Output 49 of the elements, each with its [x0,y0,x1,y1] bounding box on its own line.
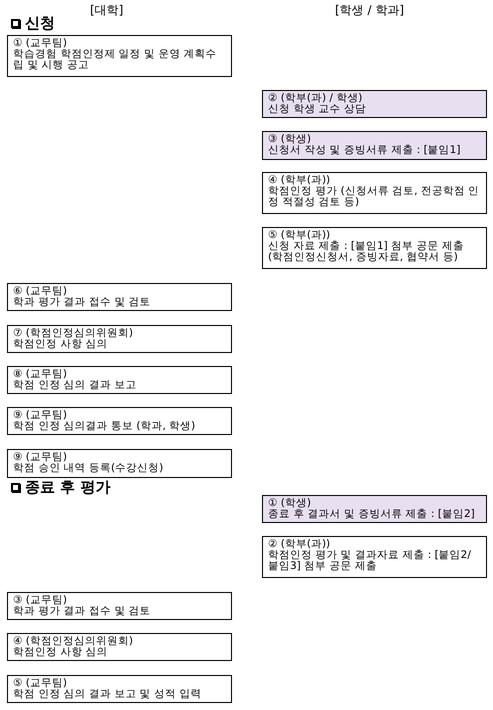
step-owner: ⑥ (교무팀) [13,286,68,297]
step-owner: ④ (학점인정심의위원회) [13,636,134,647]
process-box [262,131,487,160]
process-box [7,35,232,77]
step-description: 학점 인정 심의결과 통보 (학과, 학생) [13,421,196,432]
process-box [262,536,487,578]
step-owner: ② (학부(과)) [268,539,332,550]
step-owner: ⑧ (교무팀) [13,369,68,380]
process-box [7,407,232,435]
column-header: [학생 / 학과] [335,2,404,19]
step-description: 학과 평가 결과 접수 및 검토 [13,297,152,308]
step-description: 학습경험 학점인정제 일정 및 운영 계획수립 및 시행 공고 [13,49,218,71]
step-owner: ③ (학생) [268,134,312,145]
step-description: 신청서 작성 및 증빙서류 제출 : [붙임1] [268,145,462,156]
step-owner: ⑦ (학점인정심의위원회) [13,328,134,339]
step-description: 학점 인정 심의 결과 보고 [13,380,138,391]
step-description: 학점인정 평가 (신청서류 검토, 전공학점 인정 적절성 검토 등) [268,186,480,208]
step-owner: ⑨ (교무팀) [13,452,68,463]
step-owner: ③ (교무팀) [13,595,68,606]
step-description: 학점인정 사항 심의 [13,647,109,658]
step-owner: ① (학생) [268,498,312,509]
step-description: 학점 승인 내역 등록(수강신청) [13,463,164,474]
section-heading: 종료 후 평가 [25,478,110,497]
column-header: [대학] [90,2,124,19]
process-box [7,592,232,620]
step-owner: ④ (학부(과)) [268,175,332,186]
process-box [262,90,487,118]
process-box [7,283,232,311]
process-box [7,449,232,478]
step-owner: ⑤ (교무팀) [13,678,68,689]
step-description: 학점 인정 심의 결과 보고 및 성적 입력 [13,689,202,700]
step-owner: ② (학부(과) / 학생) [268,93,364,104]
step-description: 종료 후 결과서 및 증빙서류 제출 : [붙임2] [268,509,476,520]
step-owner: ① (교무팀) [13,38,68,49]
process-box [262,227,487,269]
section-heading: 신청 [25,14,55,33]
process-box [262,172,487,214]
step-description: 학점인정 사항 심의 [13,339,109,350]
step-description: 신청 자료 제출 : [붙임1] 첨부 공문 제출 (학점인정신청서, 증빙자료, 협약서 등) [268,241,465,263]
step-owner: ⑤ (학부(과)) [268,230,330,241]
process-box [7,675,232,703]
step-owner: ⑨ (교무팀) [13,410,68,421]
step-description: 신청 학생 교수 상담 [268,104,368,115]
process-box [7,366,232,394]
process-box [7,633,232,661]
step-description: 학과 평가 결과 접수 및 검토 [13,606,152,617]
process-box [262,495,487,523]
process-box [7,325,232,353]
step-description: 학점인정 평가 및 결과자료 제출 : [붙임2/붙임3] 첨부 공문 제출 [268,550,472,572]
